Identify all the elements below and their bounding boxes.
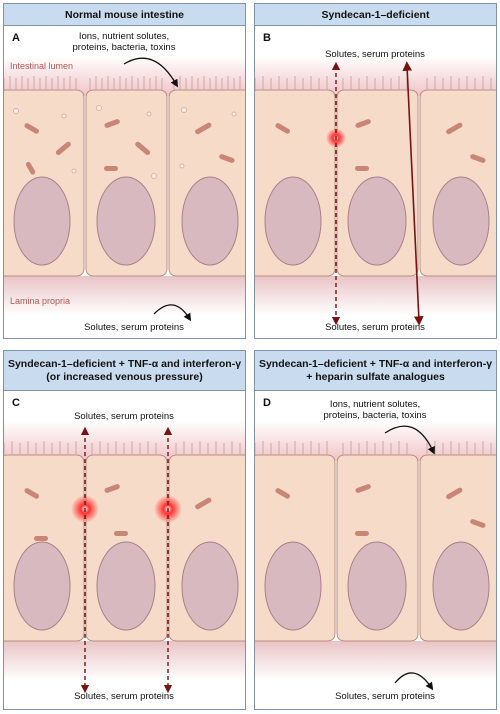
panel-a-title: Normal mouse intestine [4, 4, 245, 26]
panel-a-bottom-label: Solutes, serum proteins [84, 322, 184, 333]
panel-d: Syndecan-1–deficient + TNF-α and interfe… [254, 350, 497, 710]
panel-c-title-line2: (or increased venous pressure) [46, 371, 203, 383]
panel-b-bottom-label: Solutes, serum proteins [325, 322, 425, 333]
panel-a-top-label: Ions, nutrient solutes, proteins, bacter… [72, 31, 176, 53]
panel-c-bottom-label: Solutes, serum proteins [74, 691, 174, 702]
panel-b: Syndecan-1–deficient B Solutes, serum pr… [254, 3, 497, 339]
panel-c-letter: C [12, 397, 20, 409]
epithelium-illustration-c [4, 421, 245, 694]
panel-a: Normal mouse intestine [3, 3, 246, 339]
panel-d-title-line2: + heparin sulfate analogues [306, 371, 445, 383]
epithelium-illustration-d [255, 421, 496, 691]
panel-d-top-label: Ions, nutrient solutes, proteins, bacter… [323, 399, 427, 421]
panel-d-title: Syndecan-1–deficient + TNF-α and interfe… [255, 351, 496, 391]
lumen-label: Intestinal lumen [10, 61, 74, 71]
epithelium-illustration-a [4, 56, 245, 322]
epithelium-illustration-b [255, 56, 496, 326]
panel-a-letter: A [12, 32, 20, 44]
panel-d-title-line1: Syndecan-1–deficient + TNF-α and interfe… [258, 358, 493, 370]
panel-c-top-label: Solutes, serum proteins [74, 411, 174, 422]
panel-c-title-line1: Syndecan-1–deficient + TNF-α and interfe… [7, 358, 242, 370]
panel-b-top-label: Solutes, serum proteins [325, 49, 425, 60]
panel-c: Syndecan-1–deficient + TNF-α and interfe… [3, 350, 246, 710]
panel-c-title: Syndecan-1–deficient + TNF-α and interfe… [4, 351, 245, 391]
lamina-label: Lamina propria [10, 296, 71, 306]
panel-b-letter: B [263, 32, 271, 44]
panel-d-letter: D [263, 397, 271, 409]
panel-b-title: Syndecan-1–deficient [255, 4, 496, 26]
panel-d-bottom-label: Solutes, serum proteins [335, 691, 435, 702]
